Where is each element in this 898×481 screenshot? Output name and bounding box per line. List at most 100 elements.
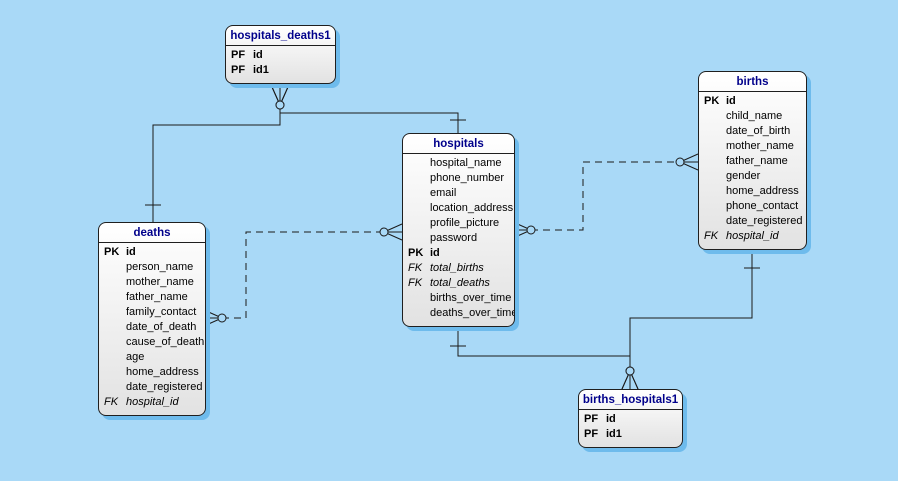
cardinality-zero-circle-icon — [217, 313, 227, 323]
entity-row: profile_picture — [403, 216, 514, 231]
entity-row: home_address — [99, 365, 205, 380]
entity-row: phone_number — [403, 171, 514, 186]
row-field-label: hospital_id — [726, 230, 779, 242]
row-field-label: father_name — [726, 155, 788, 167]
row-field-label: gender — [726, 170, 761, 182]
entity-row: family_contact — [99, 305, 205, 320]
connector-hospitals_deaths1-deaths[interactable] — [145, 86, 289, 228]
row-key-label: PF — [231, 64, 246, 76]
row-key-label — [699, 184, 726, 199]
row-key-label — [699, 214, 726, 229]
row-key-label — [99, 380, 126, 395]
entity-title: births — [699, 72, 806, 92]
entity-row: births_over_time — [403, 291, 514, 306]
row-key-label: PK — [104, 246, 120, 258]
entity-title: hospitals — [403, 134, 514, 154]
row-key-label — [403, 306, 430, 321]
cardinality-zero-circle-icon — [275, 100, 285, 110]
entity-row: PK id — [99, 245, 205, 260]
row-field-label: total_deaths — [430, 277, 490, 289]
connector-deaths-hospitals[interactable] — [203, 223, 403, 327]
entity-row: FK hospital_id — [699, 229, 806, 244]
row-key-label — [699, 139, 726, 154]
row-key-label — [99, 260, 126, 275]
row-field-label: date_registered — [726, 215, 803, 227]
entity-row: date_registered — [699, 214, 806, 229]
cardinality-zero-circle-icon — [675, 157, 685, 167]
row-field-label: id — [126, 246, 136, 258]
row-key-label — [403, 186, 430, 201]
entity-row: email — [403, 186, 514, 201]
row-key-label: FK — [408, 277, 423, 289]
row-key-label: FK — [104, 396, 119, 408]
entity-row: PF id1 — [226, 63, 335, 78]
entity-row: age — [99, 350, 205, 365]
row-key-label: PF — [584, 428, 599, 440]
entity-row: father_name — [699, 154, 806, 169]
entity-row: gender — [699, 169, 806, 184]
row-field-label: deaths_over_time — [430, 307, 514, 319]
entity-row: hospital_name — [403, 156, 514, 171]
connector-hospitals_deaths1-hospitals[interactable] — [271, 86, 466, 139]
cardinality-zero-circle-icon — [379, 227, 389, 237]
entity-row: password — [403, 231, 514, 246]
row-field-label: date_registered — [126, 381, 203, 393]
row-key-label — [99, 350, 126, 365]
row-key-label: PF — [584, 413, 599, 425]
row-field-label: family_contact — [126, 306, 197, 318]
row-field-label: id — [726, 95, 736, 107]
row-key-label: PK — [704, 95, 720, 107]
entity-row: date_of_death — [99, 320, 205, 335]
row-field-label: id — [253, 49, 263, 61]
connector-hospitals-births_hospitals1[interactable] — [450, 325, 639, 390]
row-key-label — [403, 156, 430, 171]
row-key-label — [99, 290, 126, 305]
entity-row: phone_contact — [699, 199, 806, 214]
connector-hospitals-births[interactable] — [512, 153, 699, 239]
connector-births-births_hospitals1[interactable] — [621, 245, 760, 390]
row-field-label: births_over_time — [430, 292, 512, 304]
row-field-label: id1 — [253, 64, 269, 76]
row-field-label: cause_of_death — [126, 336, 205, 348]
entity-row: date_registered — [99, 380, 205, 395]
row-key-label — [403, 231, 430, 246]
entity-row: mother_name — [99, 275, 205, 290]
entity-row: date_of_birth — [699, 124, 806, 139]
row-field-label: person_name — [126, 261, 194, 273]
row-key-label: FK — [704, 230, 719, 242]
row-field-label: child_name — [726, 110, 783, 122]
row-field-label: id — [430, 247, 440, 259]
row-field-label: hospital_name — [430, 157, 502, 169]
row-key-label — [699, 109, 726, 124]
entity-row: child_name — [699, 109, 806, 124]
row-field-label: id1 — [606, 428, 622, 440]
row-field-label: phone_contact — [726, 200, 799, 212]
row-field-label: mother_name — [726, 140, 794, 152]
entity-row: father_name — [99, 290, 205, 305]
row-key-label — [99, 365, 126, 380]
cardinality-zero-circle-icon — [526, 225, 536, 235]
row-field-label: email — [430, 187, 457, 199]
row-field-label: profile_picture — [430, 217, 500, 229]
row-key-label — [403, 201, 430, 216]
row-key-label — [99, 305, 126, 320]
entity-row: mother_name — [699, 139, 806, 154]
row-key-label: FK — [408, 262, 423, 274]
entity-row: PK id — [699, 94, 806, 109]
row-field-label: total_births — [430, 262, 484, 274]
